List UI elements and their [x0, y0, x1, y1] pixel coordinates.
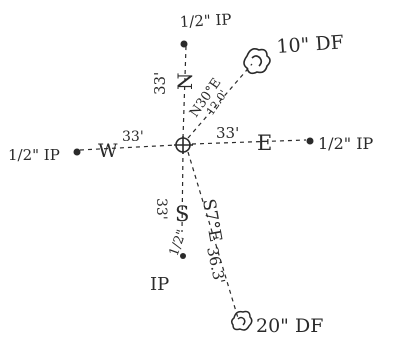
axis-lines: [79, 45, 307, 319]
north-pin-label: 1/2" IP: [179, 10, 232, 31]
south-pin-icon: [180, 253, 186, 259]
south-distance-label: 33': [153, 198, 169, 220]
north-distance-label: 33': [151, 72, 169, 95]
west-line: [79, 144, 177, 151]
center-monument-icon: [174, 136, 193, 154]
se-line: [187, 151, 239, 319]
north-tree-label: 10" DF: [276, 31, 345, 58]
west-pin-label: 1/2" IP: [8, 146, 60, 164]
east-line: [191, 139, 307, 145]
north-direction-label: N: [173, 73, 197, 91]
east-pin-label: 1/2" IP: [318, 134, 374, 153]
south-tree-icon: [230, 310, 253, 331]
south-line: [181, 149, 184, 233]
south-tree-distance: 36.3': [203, 245, 228, 285]
south-pin-type-label: IP: [150, 274, 169, 295]
south-pin-size-label: 1/2": [167, 228, 190, 258]
south-tree-bearing: S7°E: [198, 197, 225, 243]
north-line: [182, 45, 187, 139]
east-direction-label: E: [257, 131, 272, 155]
west-direction-label: W: [98, 140, 118, 162]
south-tree-label: 20" DF: [256, 315, 323, 337]
east-distance-label: 33': [216, 124, 239, 142]
east-pin-icon: [306, 137, 314, 145]
west-pin-icon: [73, 148, 81, 156]
ne-line: [187, 63, 253, 139]
south-direction-label: S: [175, 202, 189, 226]
west-distance-label: 33': [122, 129, 144, 145]
north-tree-icon: [243, 48, 271, 75]
north-pin-icon: [180, 40, 188, 48]
